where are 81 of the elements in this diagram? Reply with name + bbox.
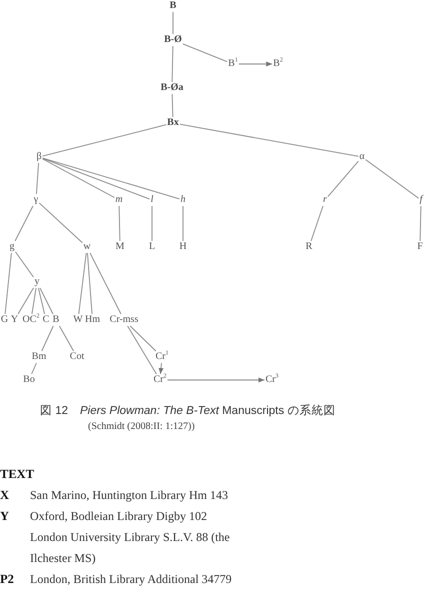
manuscript-siglum: r [322,194,328,206]
manuscript-siglum: OC$^{2}$ [22,314,40,326]
manuscript-description: London University Library S.L.V. 88 (the Ilchester MS) [30,529,231,567]
manuscript-siglum: W [72,314,84,326]
manuscript-siglum: Cr$^{3}$ [264,374,280,386]
manuscript-siglum: γ [32,194,40,206]
connector-line [18,287,34,314]
manuscript-siglum: M [114,241,126,253]
connector-line [42,124,167,157]
connector-line [87,252,92,314]
connector-line [90,252,122,314]
manuscript-siglum: L [148,241,156,253]
manuscript-siglum: Cr$^{2}$ [152,374,168,386]
connector-line [42,158,115,198]
section-heading: TEXT [0,466,34,483]
manuscript-siglum: g [8,241,16,253]
connector-line [420,206,422,242]
manuscript-siglum: Y [10,314,20,326]
connector-line [127,326,157,374]
arrow [158,362,164,374]
manuscript-siglum: B-Ø [163,34,183,46]
manuscript-siglum: m [114,194,124,206]
arrow [238,62,273,66]
connector-line [36,162,40,194]
connector-line [41,326,54,352]
manuscript-siglum: Cot [68,351,86,363]
connector-line [310,206,324,242]
manuscript-siglum: Bm [30,351,48,363]
connector-line [32,288,36,314]
manuscript-siglum: B-Øa [160,82,184,94]
connector-line [182,206,184,242]
connector-line [31,362,37,374]
connector-line [42,158,180,200]
manuscript-siglum: B$^{1}$ [227,58,239,70]
connector-line [40,288,54,314]
manuscript-description: San Marino, Huntington Library Hm 143 [30,487,228,504]
connector-line [38,202,83,244]
manuscript-siglum: w [82,241,92,253]
connector-line [172,46,174,82]
connector-line [38,288,46,314]
manuscript-siglum: B$^{2}$ [272,58,284,70]
manuscript-siglum: X [0,487,10,504]
manuscript-siglum: H [178,241,188,253]
connector-line [58,326,74,352]
manuscript-siglum: α [358,151,366,163]
connector-line [172,12,174,34]
manuscript-siglum: f [418,194,424,206]
manuscript-siglum: B [168,0,178,12]
manuscript-siglum: F [416,241,424,253]
manuscript-description: London, British Library Additional 34779 [30,571,232,588]
manuscript-description: Oxford, Bodleian Library Digby 102 [30,508,207,525]
connector-line [365,159,420,199]
connector-line [182,44,228,62]
connector-line [4,252,12,314]
manuscript-siglum: Y [0,508,10,525]
manuscript-siglum: l [150,194,154,206]
manuscript-siglum: Hm [84,314,101,326]
connector-line [118,206,120,242]
manuscript-siglum: C [42,314,50,326]
manuscript-siglum: Bo [22,374,36,386]
manuscript-siglum: β [35,151,43,163]
figure-caption: 図 12 Piers Plowman: The B-Text Manuscripts の系統図 [40,403,336,418]
connector-line [179,124,359,157]
arrow [167,378,265,382]
connector-line [130,326,156,352]
manuscript-siglum: Bx [166,117,180,129]
connector-line [78,252,87,314]
connector-line [328,160,359,198]
manuscript-siglum: G [0,314,10,326]
connector-line [14,206,34,242]
manuscript-siglum: R [304,241,314,253]
manuscript-siglum: Cr-mss [108,314,140,326]
manuscript-siglum: P2 [0,571,14,588]
manuscript-siglum: B [52,314,60,326]
manuscript-siglum: h [180,194,186,206]
connector-line [15,251,34,278]
manuscript-siglum: y [34,276,40,288]
connector-line [172,94,174,118]
source-citation: (Schmidt (2008:II: 1:127)) [88,421,195,433]
manuscript-siglum: Cr$^{1}$ [154,351,170,363]
connector-line [42,158,150,200]
